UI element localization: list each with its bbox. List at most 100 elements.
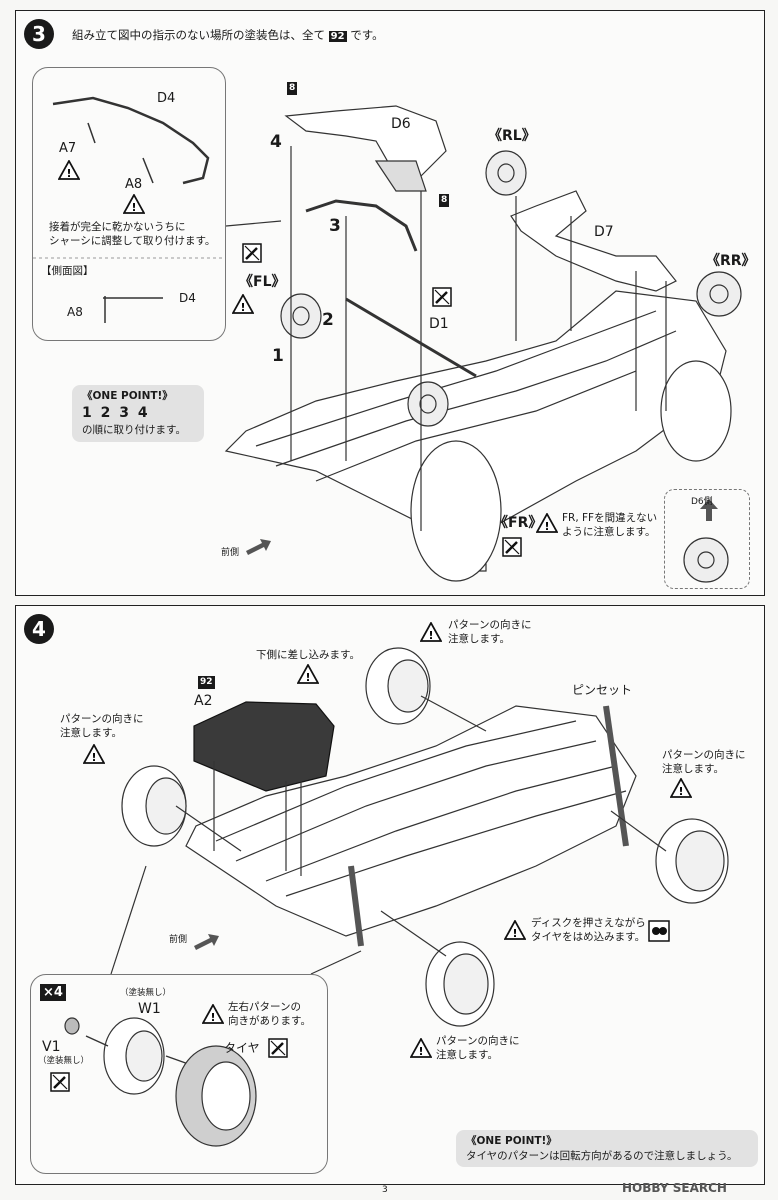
position-label-rr: 《RR》 [706,253,756,269]
note-line: 向きがあります。 [228,1015,311,1028]
part-label-a8: A8 [67,305,83,319]
no-paint-icon [268,1038,288,1058]
color-code-badge: 92 [328,31,347,42]
front-arrow-icon [194,934,219,950]
note-line: 注意します。 [662,763,724,776]
svg-text:!: ! [428,629,433,642]
warning-icon: ! [297,664,319,684]
note-line: パターンの向きに [436,1035,520,1047]
page-number: 3 [382,1185,388,1195]
position-label-rl: 《RL》 [488,128,536,144]
one-point-box: 《ONE POINT!》 タイヤのパターンは回転方向があるので注意しましょう。 [456,1130,758,1168]
front-arrow-icon [246,539,271,555]
warning-icon: ! [536,513,558,533]
pattern-direction-note: パターンの向きに 注意します。 [448,618,531,646]
tweezers-label: ピンセット [572,683,633,697]
step-number: 4 [24,614,54,644]
instruction-text: 組み立て図中の指示のない場所の塗装色は、全て [72,28,325,42]
position-label-fr: 《FR》 [494,515,543,531]
one-point-box: 《ONE POINT!》 1 2 3 4 の順に取り付けます。 [72,385,204,442]
wheel-assembly-inset [30,974,328,1174]
side-view-title: 【側面図】 [41,265,94,277]
chassis-drawing-step3 [224,105,742,583]
order-number-2: 2 [322,310,334,330]
front-side-label: 前側 [221,548,240,558]
one-point-title: 《ONE POINT!》 [82,390,173,402]
pattern-direction-note-left: パターンの向きに 注意します。 [60,712,143,740]
color-code-badge: 8 [439,194,450,207]
pattern-direction-note-right: パターンの向きに 注意します。 [662,748,745,776]
d6-side-label: D6側 [691,497,713,507]
svg-text:!: ! [544,520,549,533]
note-line: ように注意します。 [562,526,656,539]
part-label-tire: タイヤ [224,1041,260,1055]
step3-panel: 3 組み立て図中の指示のない場所の塗装色は、全て 92 です。 [15,10,765,596]
instruction-text-end: です。 [350,28,384,42]
part-label-d7: D7 [594,224,614,240]
note-line: 注意します。 [436,1049,498,1062]
note-line: 左右パターンの [228,1001,301,1013]
fr-ff-note: FR, FFを間違えない ように注意します。 [562,511,657,539]
svg-text:!: ! [131,201,136,214]
lr-pattern-note: 左右パターンの 向きがあります。 [228,1000,311,1028]
svg-text:!: ! [305,671,310,684]
color-code-badge: 92 [198,676,215,689]
part-label-d4: D4 [179,291,196,305]
note-line: タイヤをはめ込みます。 [531,931,646,944]
warning-icon: ! [202,1004,224,1024]
part-label-v1: V1 [42,1039,61,1055]
note-line: 接着が完全に乾かないうちに [49,221,186,233]
svg-text:!: ! [678,785,683,798]
direction-arrow-icon [700,499,718,521]
warning-icon: ! [410,1038,432,1058]
position-label-fl: 《FL》 [239,274,286,290]
front-side-label: 前側 [169,935,188,945]
unpainted-note: （塗装無し） [120,988,172,998]
watermark-logo: HOBBY SEARCH [622,1181,727,1195]
svg-text:!: ! [66,167,71,180]
order-number-1: 1 [272,346,284,366]
part-label-w1: W1 [138,1001,161,1017]
disc-press-note: ディスクを押さえながら タイヤをはめ込みます。 [531,916,646,944]
one-point-title: 《ONE POINT!》 [466,1135,557,1147]
note-line: パターンの向きに [662,749,746,761]
part-label-a2: A2 [194,693,213,709]
note-line: 注意します。 [60,727,122,740]
part-label-d4: D4 [157,91,176,106]
svg-text:!: ! [210,1011,215,1024]
no-paint-icon [432,287,452,307]
order-number-4: 4 [270,132,282,152]
note-line: 注意します。 [448,633,510,646]
step4-panel: 4 [15,605,765,1185]
part-label-a8: A8 [125,177,143,192]
no-paint-icon [50,1072,70,1092]
unpainted-note: （塗装無し） [38,1056,90,1066]
part-label-a7: A7 [59,141,77,156]
warning-icon: ! [58,160,80,180]
svg-text:!: ! [418,1045,423,1058]
no-paint-icon [502,537,522,557]
warning-icon: ! [232,294,254,314]
color-code-badge: 8 [287,82,298,95]
no-paint-icon [242,243,262,263]
svg-text:!: ! [91,751,96,764]
order-number-3: 3 [329,216,341,236]
one-point-text: タイヤのパターンは回転方向があるので注意しましょう。 [466,1149,738,1162]
svg-text:!: ! [512,927,517,940]
warning-icon: ! [670,778,692,798]
part-label-d1: D1 [429,316,449,332]
step-instruction: 組み立て図中の指示のない場所の塗装色は、全て 92 です。 [72,28,384,44]
insert-below-note: 下側に差し込みます。 [256,649,360,661]
parts-tree-icon [648,920,670,942]
warning-icon: ! [504,920,526,940]
quantity-badge: ×4 [40,984,66,1001]
pattern-direction-note-bottom: パターンの向きに 注意します。 [436,1034,519,1062]
adhesion-note: 接着が完全に乾かないうちに シャーシに調整して取り付けます。 [49,220,215,248]
warning-icon: ! [83,744,105,764]
warning-icon: ! [420,622,442,642]
note-line: シャーシに調整して取り付けます。 [49,235,216,248]
step-number: 3 [24,19,54,49]
note-line: ディスクを押さえながら [531,917,646,929]
note-line: FR, FFを間違えない [562,512,658,524]
part-label-d6: D6 [391,116,411,132]
